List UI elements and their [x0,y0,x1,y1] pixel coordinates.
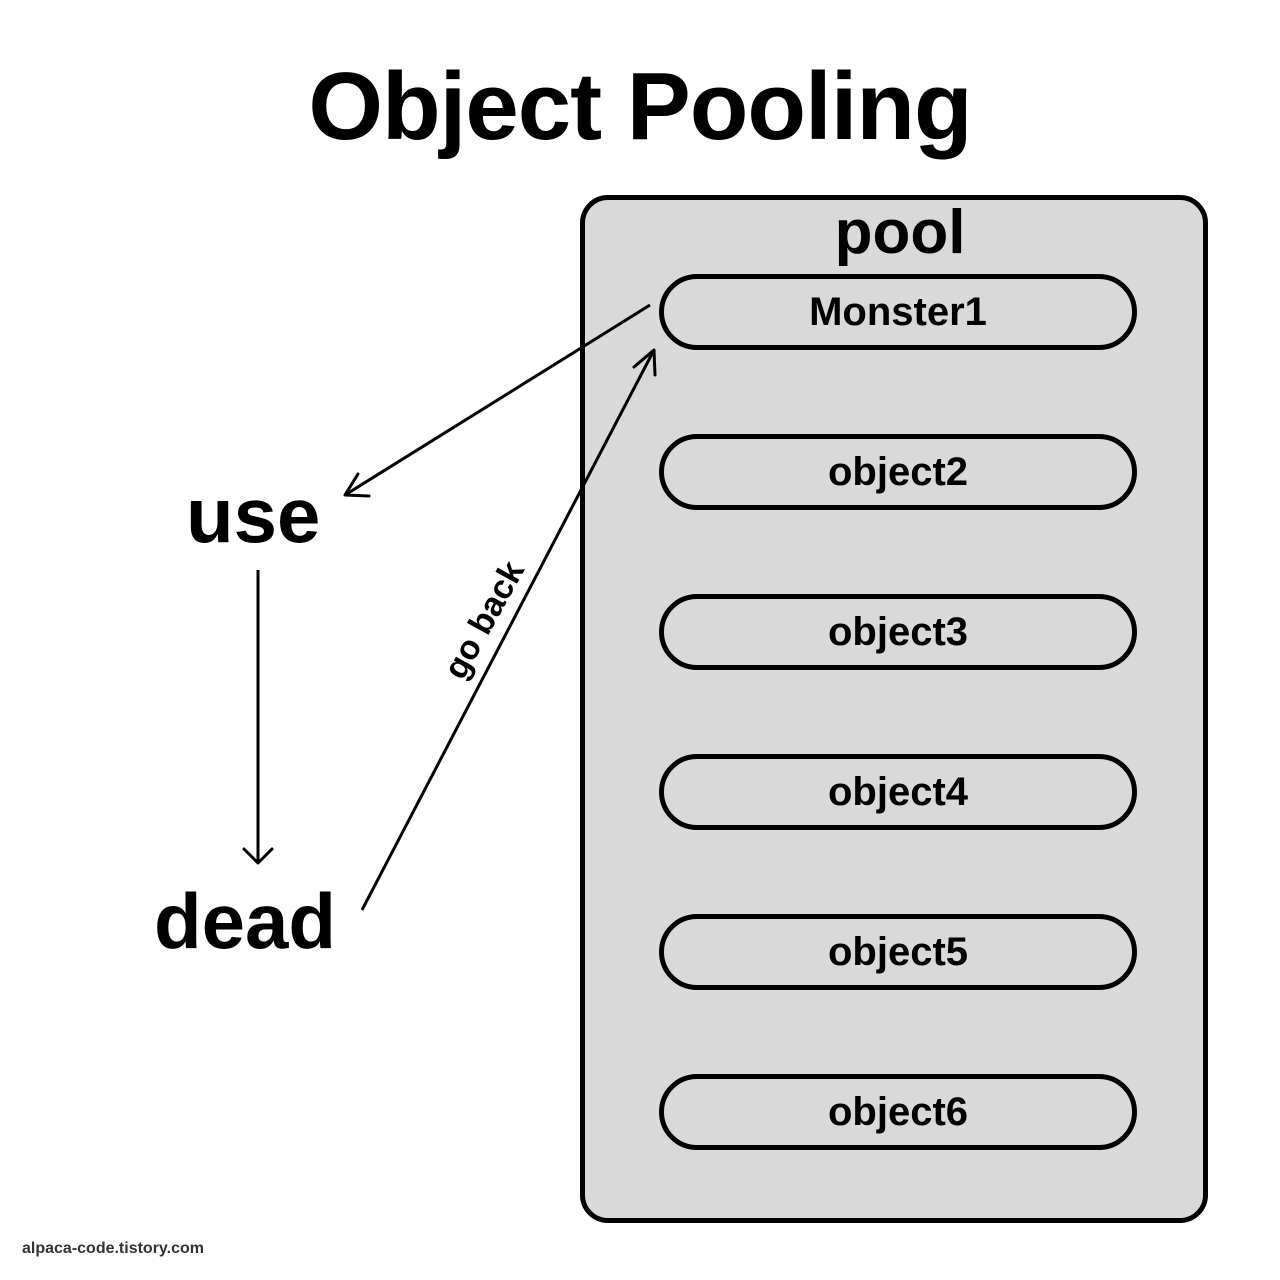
arrow-use-to-dead [242,570,274,865]
pool-slot-object6: object6 [659,1074,1137,1150]
arrow-dead-to-pool [360,348,657,911]
diagram-title: Object Pooling [308,53,972,160]
state-use: use [186,471,321,559]
pool-slot-object4: object4 [659,754,1137,830]
pool-label: pool [834,198,966,267]
pool-slot-object3: object3 [659,594,1137,670]
pool-container [580,195,1208,1223]
pool-slot-object5: object5 [659,914,1137,990]
pool-slot-monster1: Monster1 [659,274,1137,350]
pool-slot-object2: object2 [659,434,1137,510]
watermark: alpaca-code.tistory.com [22,1240,204,1257]
arrow-pool-to-use [343,303,651,498]
state-dead: dead [154,877,337,965]
